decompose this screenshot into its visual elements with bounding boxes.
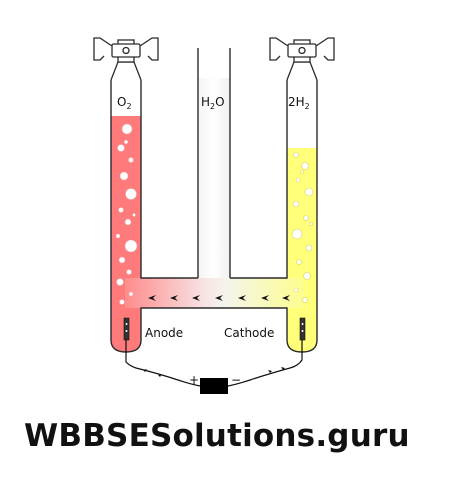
left-stopcock: [93, 37, 159, 81]
wire-arrow-icon: [268, 367, 285, 373]
battery: [200, 378, 228, 394]
water-label: H2O: [201, 95, 225, 111]
oxygen-bubbles: [115, 123, 138, 305]
plus-terminal-label: +: [189, 373, 199, 387]
anode-electrode: [123, 317, 130, 341]
reservoir-tube: [197, 48, 231, 278]
glass-outline: [110, 80, 318, 353]
hydrogen-bubbles: [291, 152, 314, 303]
hydrogen-liquid: [287, 148, 317, 352]
electrolysis-diagram: O2 H2O 2H2 Anode Cathode + −: [93, 37, 335, 394]
wire-arrow-icon: [143, 369, 162, 377]
hydrogen-label: 2H2: [288, 95, 310, 111]
cathode-label: Cathode: [224, 326, 274, 340]
minus-terminal-label: −: [231, 373, 241, 387]
cathode-wire: [227, 340, 303, 387]
cathode-electrode: [299, 317, 306, 341]
oxygen-liquid: [111, 116, 141, 352]
anode-label: Anode: [145, 326, 183, 340]
bridge-liquid: [125, 278, 305, 308]
ion-flow-arrows: [148, 295, 290, 301]
oxygen-label: O2: [117, 95, 132, 111]
anode-wire: [125, 340, 201, 387]
right-stopcock: [269, 37, 335, 81]
watermark-text: WBBSESolutions.guru: [24, 418, 410, 454]
